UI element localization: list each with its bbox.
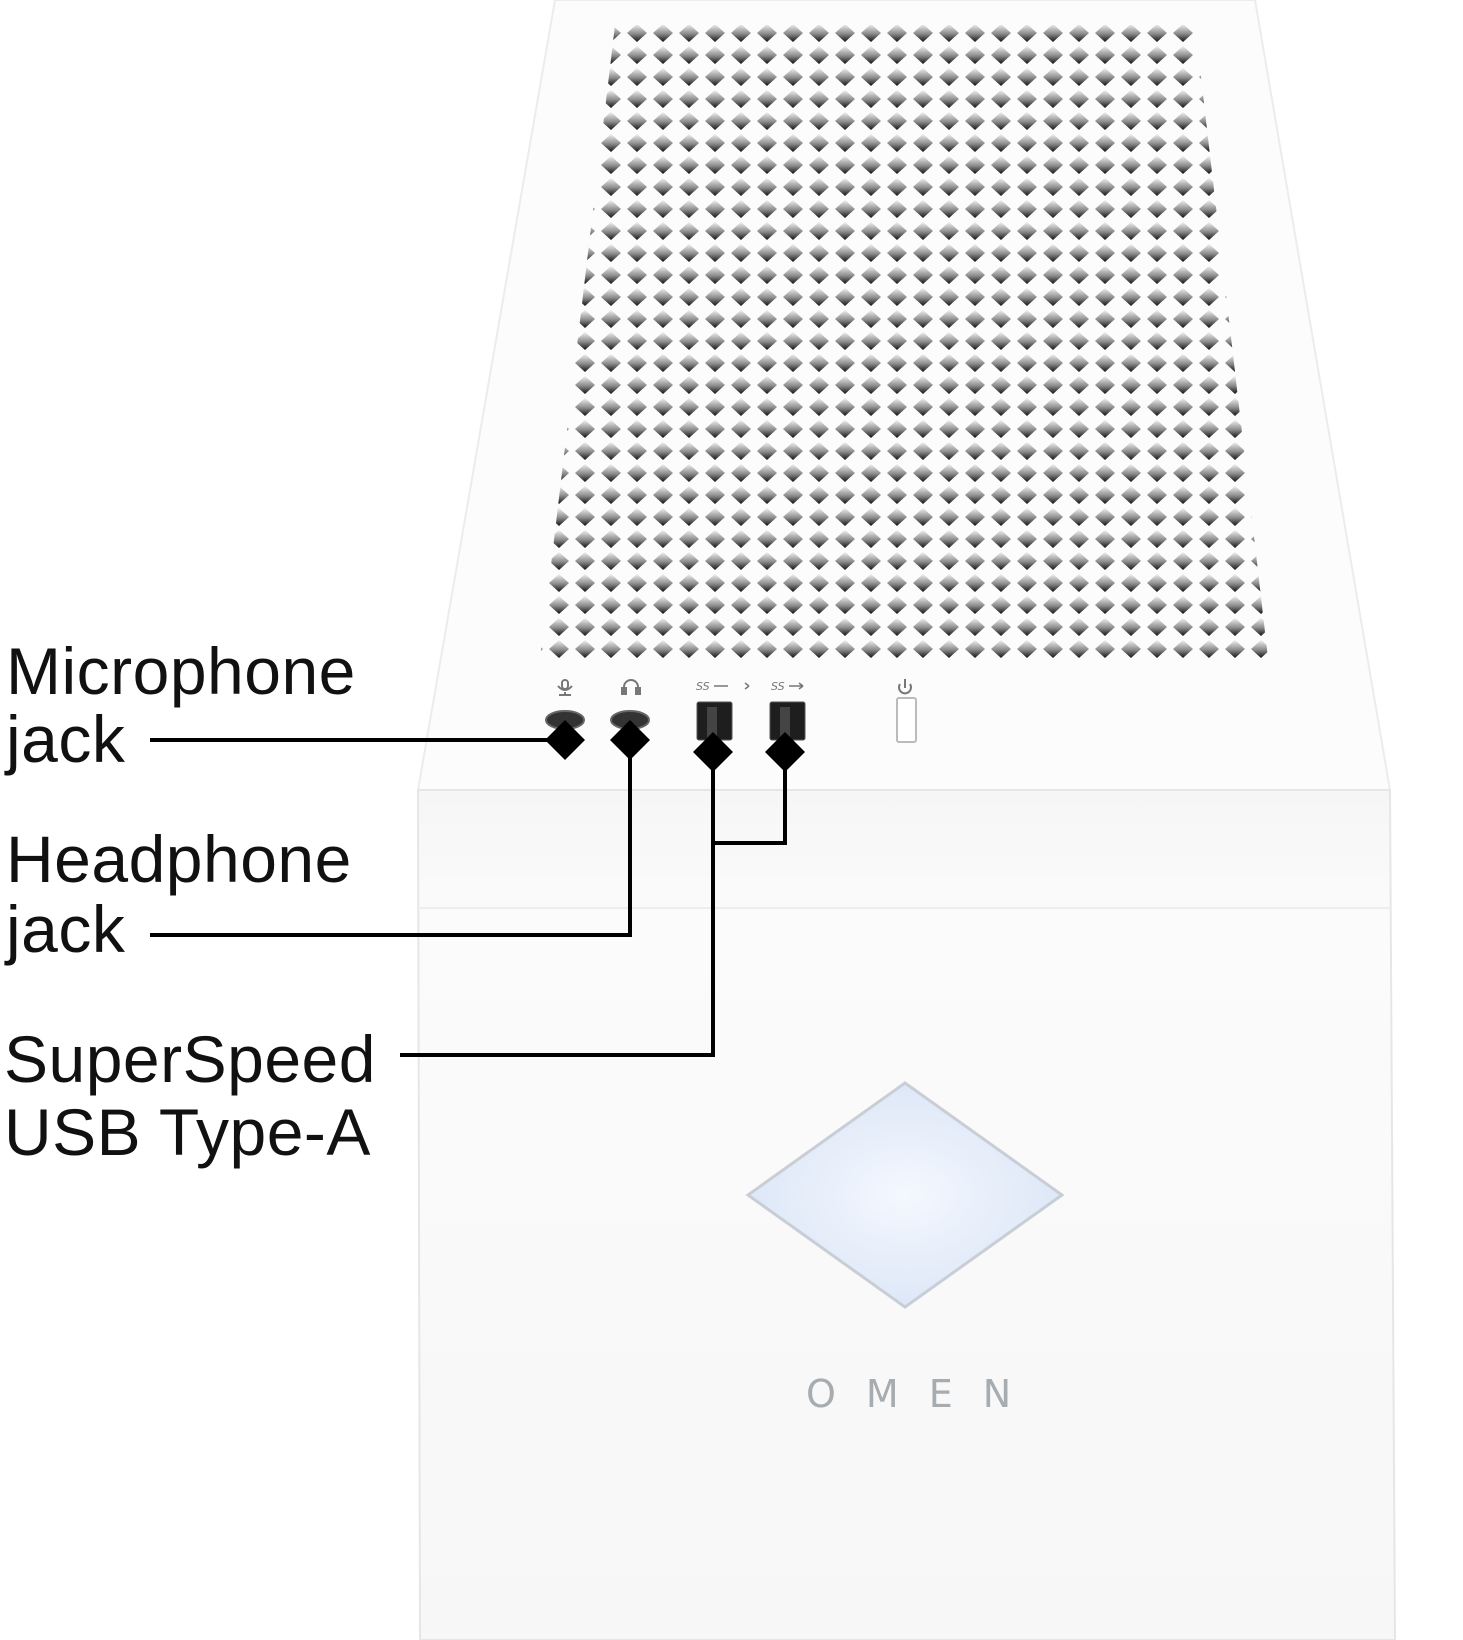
power-icon xyxy=(898,679,912,695)
leader-lines xyxy=(150,738,787,1057)
headphone-jack-label: Headphone xyxy=(6,822,352,896)
headphone-jack-label-line2: jack xyxy=(4,892,126,966)
microphone-jack-label-line2: jack xyxy=(4,702,126,776)
headphone-icon xyxy=(621,679,641,695)
usb-label: SuperSpeed xyxy=(4,1022,376,1096)
omen-logo-text: OMEN xyxy=(806,1372,1041,1416)
usb-superspeed-icon: SS xyxy=(771,680,785,693)
microphone-icon xyxy=(557,679,573,696)
power-button xyxy=(896,697,917,743)
omen-diamond-light xyxy=(745,1081,1065,1309)
callout-marker xyxy=(693,732,733,772)
usb-superspeed-icon: SS xyxy=(696,680,710,693)
callout-marker xyxy=(765,732,805,772)
callout-marker xyxy=(610,720,650,760)
usb-label-line2: USB Type-A xyxy=(4,1095,371,1169)
microphone-jack-label: Microphone xyxy=(6,634,356,708)
callout-marker xyxy=(545,720,585,760)
top-mesh-vent xyxy=(540,25,1268,658)
